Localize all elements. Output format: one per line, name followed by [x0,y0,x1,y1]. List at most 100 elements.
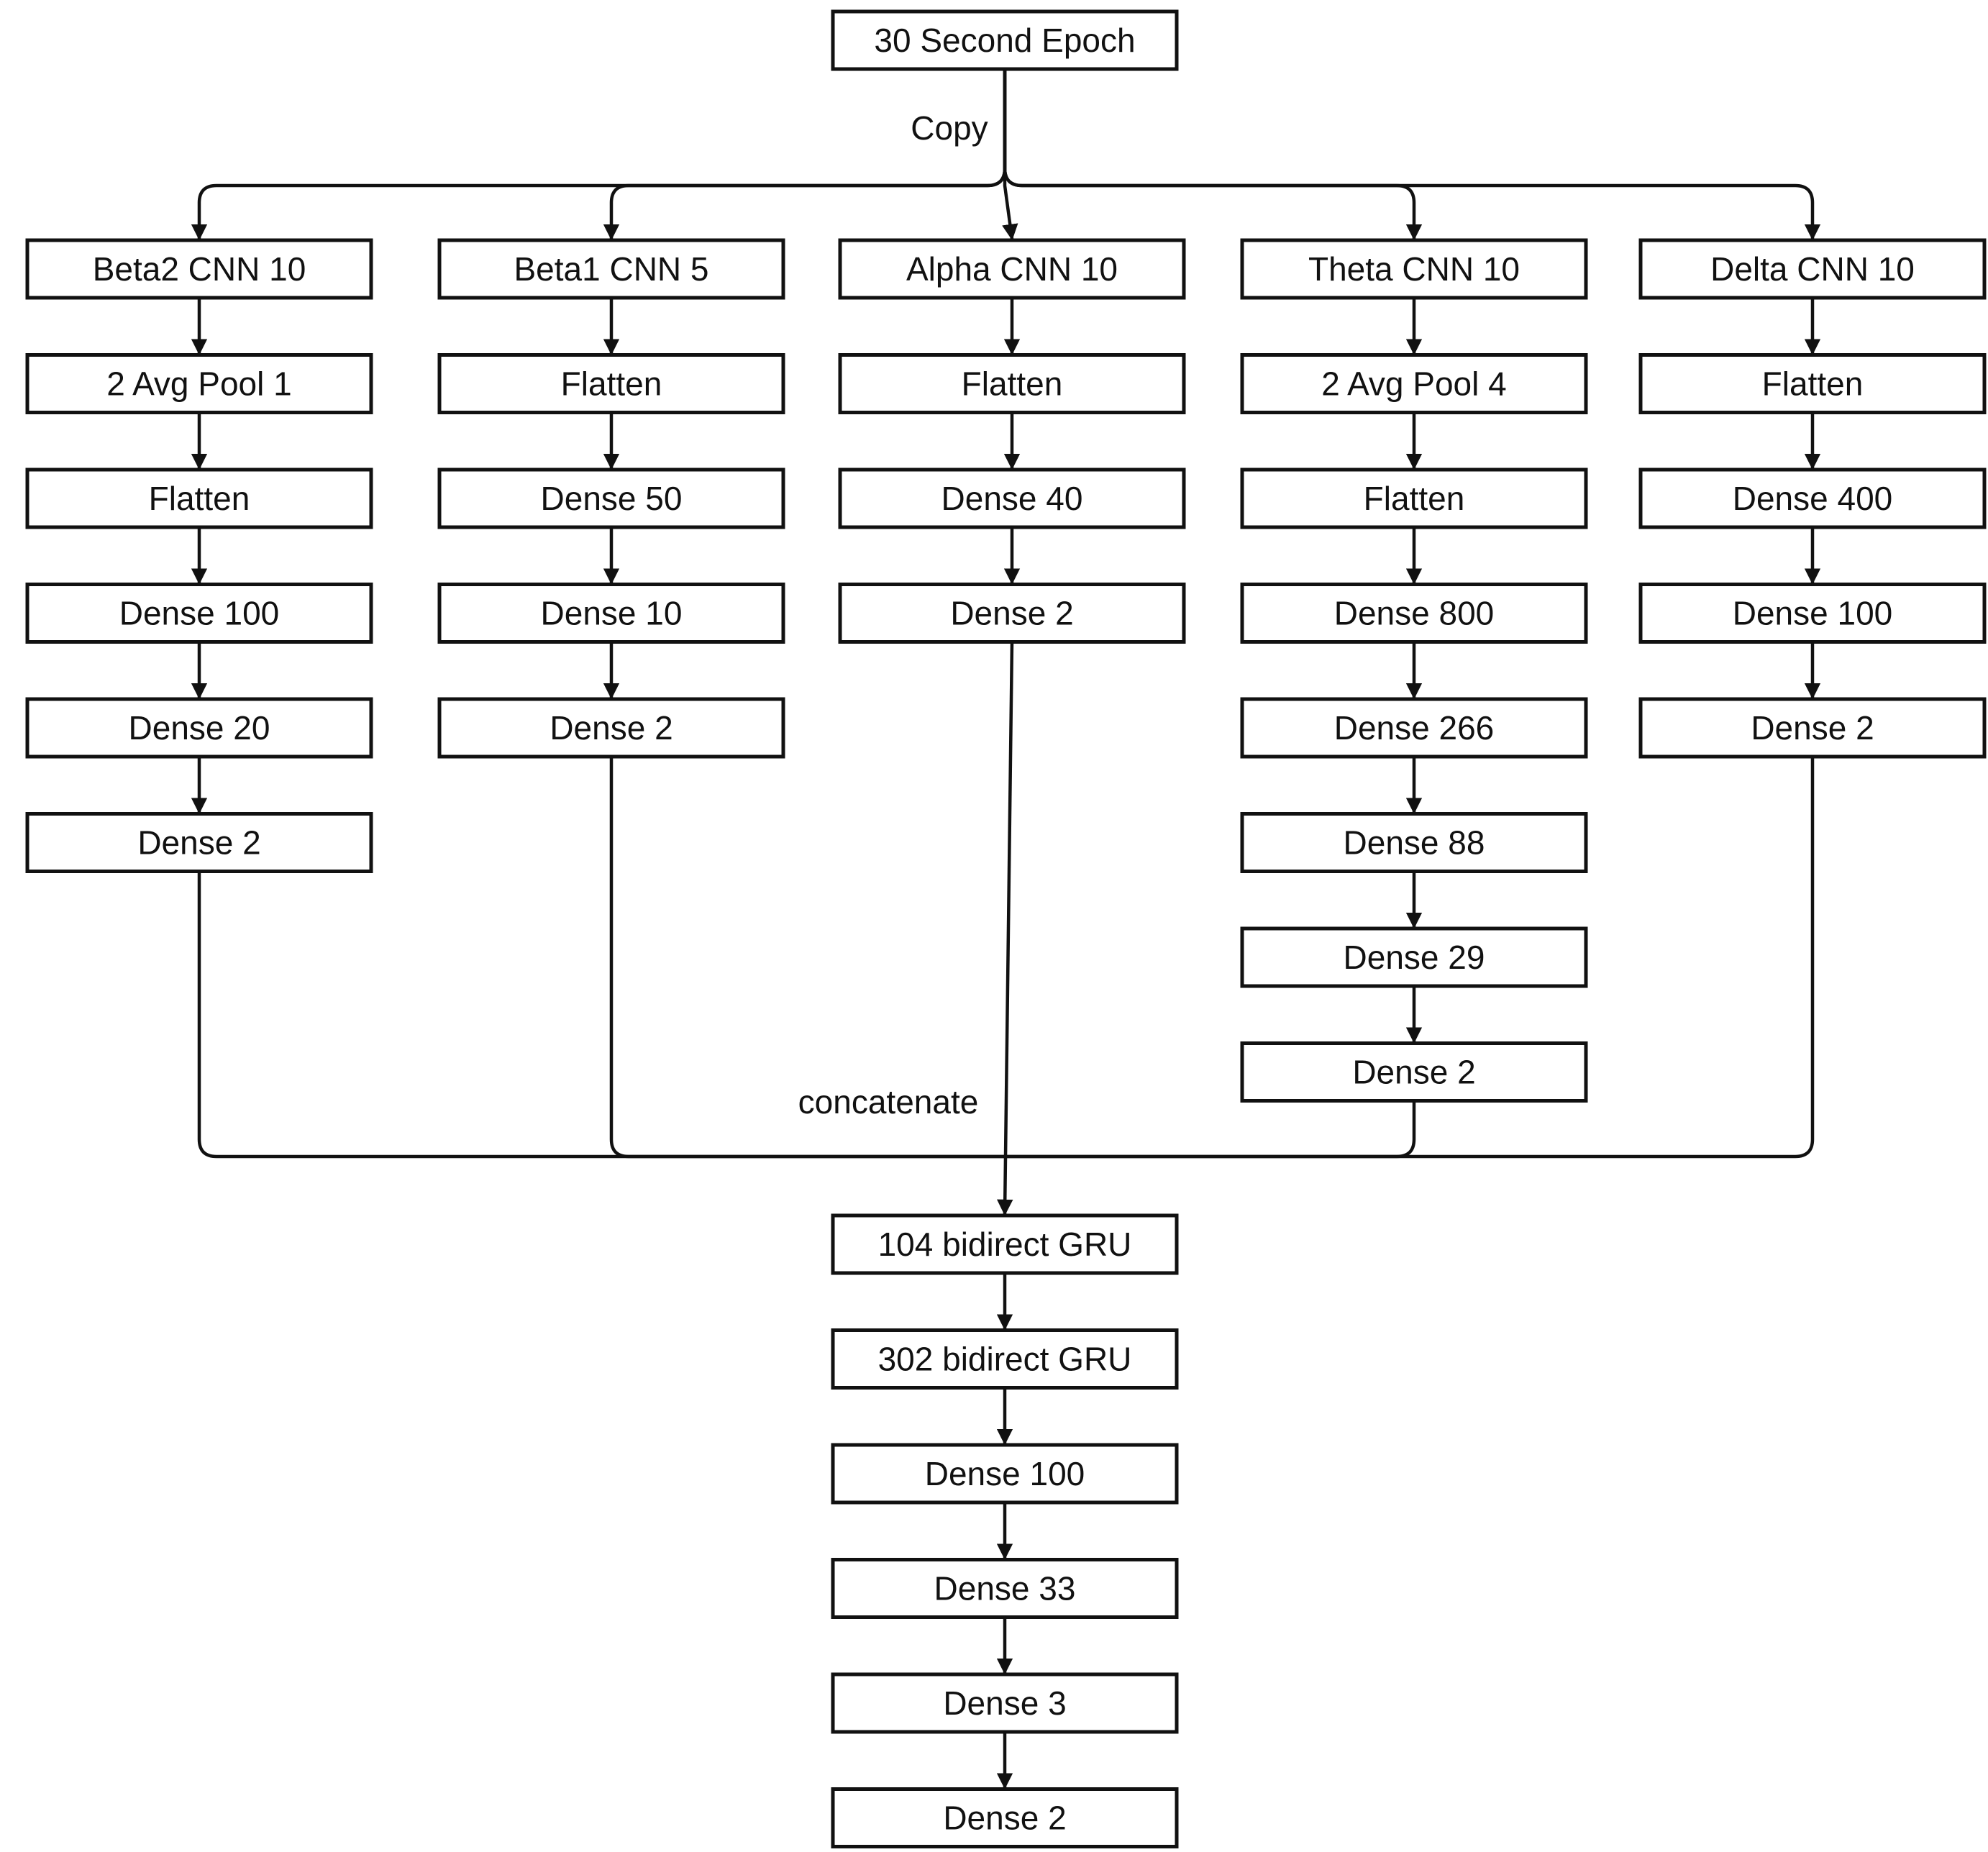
branch-2-cnn-box: Beta1 CNN 5 [437,238,785,300]
head-layer-1-box-label: 104 bidirect GRU [878,1226,1132,1263]
branch-3-layer-3-box-label: Dense 2 [950,595,1073,632]
branch-1-layer-4-box-label: Dense 20 [129,709,270,747]
head-layer-4-box-frame [831,1558,1179,1619]
branch-1-cnn-box: Beta2 CNN 10 [25,238,373,300]
head-layer-2-box-frame [831,1328,1179,1390]
branch-3-layer-2-box-frame [838,467,1186,529]
copy-label: Copy [911,109,988,147]
head-layer-3-box: Dense 100 [831,1443,1179,1505]
branch-1-layer-2-box-label: Flatten [149,480,250,517]
branch-4-layer-4-box-label: Dense 266 [1334,709,1495,747]
branch-1-merge-connector [197,871,1005,1159]
branch-5-layer-2-box-label: Dense 400 [1733,480,1893,517]
head-layer-5-box-label: Dense 3 [943,1684,1066,1722]
head-layer-2-box: 302 bidirect GRU [831,1328,1179,1390]
branch-1-cnn-box-label: Beta2 CNN 10 [93,250,306,288]
branch-3-merge-connector [997,642,1014,1216]
branch-2-cnn-box-frame [437,238,785,300]
branch-5-layer-4-box: Dense 2 [1638,697,1987,759]
branch-4-layer-6-box-label: Dense 29 [1344,939,1485,976]
branch-4-layer-7-box-frame [1240,1041,1588,1103]
connectors [191,69,1821,1789]
branch-4-layer-5-box: Dense 88 [1240,812,1588,873]
branch-2-layer-2-box-label: Dense 50 [541,480,683,517]
branch-2-layer-1-box-label: Flatten [561,365,662,403]
branch-4-layer-1-box: 2 Avg Pool 4 [1240,353,1588,414]
head-layer-1-box: 104 bidirect GRU [831,1213,1179,1275]
branch-5-layer-3-box-frame [1638,583,1987,644]
branch-3-layer-2-box: Dense 40 [838,467,1186,529]
branch-1-layer-3-box-label: Dense 100 [119,595,280,632]
branch-5-layer-4-box-label: Dense 2 [1751,709,1874,747]
branch-2-layer-4-box-label: Dense 2 [550,709,672,747]
branch-1-copy-connector [191,69,1007,241]
branch-1-layer-4-box: Dense 20 [25,697,373,759]
branch-4-layer-2-box-label: Flatten [1364,480,1465,517]
branch-3-layer-3-box-frame [838,583,1186,644]
branch-4-layer-7-box: Dense 2 [1240,1041,1588,1103]
branch-4-layer-5-box-label: Dense 88 [1344,824,1485,862]
branch-4-layer-7-box-label: Dense 2 [1352,1054,1475,1091]
branch-2-copy-connector [603,69,1007,241]
branch-2-layer-1-box-frame [437,353,785,414]
branch-5-copy-connector [1003,69,1821,241]
branch-5-cnn-box-frame [1638,238,1987,300]
branch-4-layer-3-box: Dense 800 [1240,583,1588,644]
branch-1-layer-1-box-label: 2 Avg Pool 1 [106,365,291,403]
branch-1-layer-3-box-frame [25,583,373,644]
branch-4-cnn-box: Theta CNN 10 [1240,238,1588,300]
branch-1-layer-5-box: Dense 2 [25,812,373,873]
branch-4-layer-3-box-frame [1240,583,1588,644]
branch-1-layer-5-box-frame [25,812,373,873]
branch-3-cnn-box: Alpha CNN 10 [838,238,1186,300]
branch-4-layer-6-box: Dense 29 [1240,926,1588,988]
input-epoch-box: 30 Second Epoch [831,9,1179,71]
branch-5-cnn-box: Delta CNN 10 [1638,238,1987,300]
branch-5-merge-connector [1005,757,1815,1159]
branch-5-layer-1-box-frame [1638,353,1987,414]
branch-4-layer-4-box: Dense 266 [1240,697,1588,759]
branch-2-layer-3-box-label: Dense 10 [541,595,683,632]
branch-2-layer-3-box-frame [437,583,785,644]
branch-3-cnn-box-frame [838,238,1186,300]
branch-4-layer-3-box-label: Dense 800 [1334,595,1495,632]
head-layer-6-box-label: Dense 2 [943,1799,1066,1837]
input-epoch-box-frame [831,9,1179,71]
branch-3-cnn-box-label: Alpha CNN 10 [906,250,1118,288]
branch-5-layer-1-box: Flatten [1638,353,1987,414]
branch-2-cnn-box-label: Beta1 CNN 5 [514,250,708,288]
head-layer-5-box: Dense 3 [831,1672,1179,1734]
branch-1-layer-4-box-frame [25,697,373,759]
branch-4-merge-connector [1005,1100,1416,1159]
branch-3-layer-1-box-label: Flatten [962,365,1063,403]
branch-1-layer-1-box-frame [25,353,373,414]
branch-4-cnn-box-frame [1240,238,1588,300]
branch-5-layer-2-box-frame [1638,467,1987,529]
head-layer-3-box-label: Dense 100 [925,1455,1085,1492]
branch-1-layer-5-box-label: Dense 2 [137,824,260,862]
branch-1-layer-1-box: 2 Avg Pool 1 [25,353,373,414]
branch-5-layer-2-box: Dense 400 [1638,467,1987,529]
head-layer-4-box: Dense 33 [831,1558,1179,1619]
branch-2-layer-4-box: Dense 2 [437,697,785,759]
branch-4-layer-2-box: Flatten [1240,467,1588,529]
head-layer-4-box-label: Dense 33 [934,1570,1076,1607]
branch-5-layer-3-box: Dense 100 [1638,583,1987,644]
branch-5-layer-3-box-label: Dense 100 [1733,595,1893,632]
branch-4-layer-1-box-label: 2 Avg Pool 4 [1321,365,1506,403]
input-epoch-box-label: 30 Second Epoch [874,22,1135,59]
head-layer-6-box-frame [831,1787,1179,1848]
branch-3-layer-1-box-frame [838,353,1186,414]
branch-2-layer-4-box-frame [437,697,785,759]
branch-2-layer-2-box-frame [437,467,785,529]
branch-3-layer-1-box: Flatten [838,353,1186,414]
branch-2-merge-connector [609,757,1005,1159]
branch-2-layer-3-box: Dense 10 [437,583,785,644]
branch-1-layer-2-box: Flatten [25,467,373,529]
branch-5-layer-4-box-frame [1638,697,1987,759]
branch-4-layer-2-box-frame [1240,467,1588,529]
branch-4-layer-4-box-frame [1240,697,1588,759]
branch-5-layer-1-box-label: Flatten [1762,365,1864,403]
